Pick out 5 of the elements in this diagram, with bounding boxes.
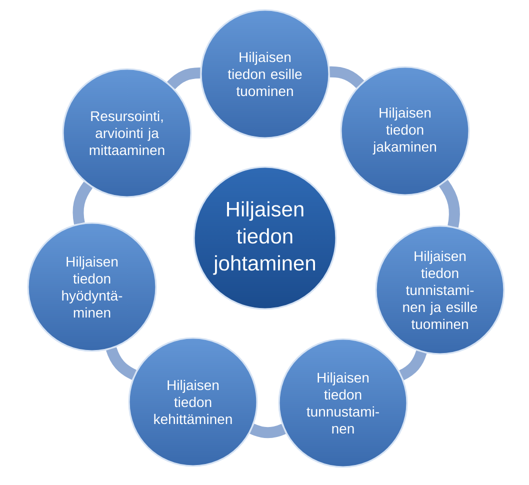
ring-connector xyxy=(250,424,286,438)
ring-connector xyxy=(167,68,200,90)
ring-connector xyxy=(399,350,427,380)
ring-connector xyxy=(330,66,364,88)
ring-connector xyxy=(106,347,137,380)
